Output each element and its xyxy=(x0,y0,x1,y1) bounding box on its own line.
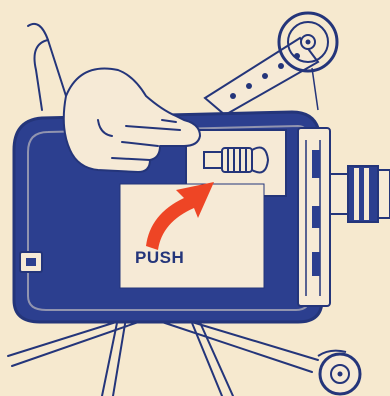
push-label: PUSH xyxy=(135,248,184,268)
lever-icon xyxy=(204,148,268,173)
lens-icon xyxy=(330,166,390,222)
